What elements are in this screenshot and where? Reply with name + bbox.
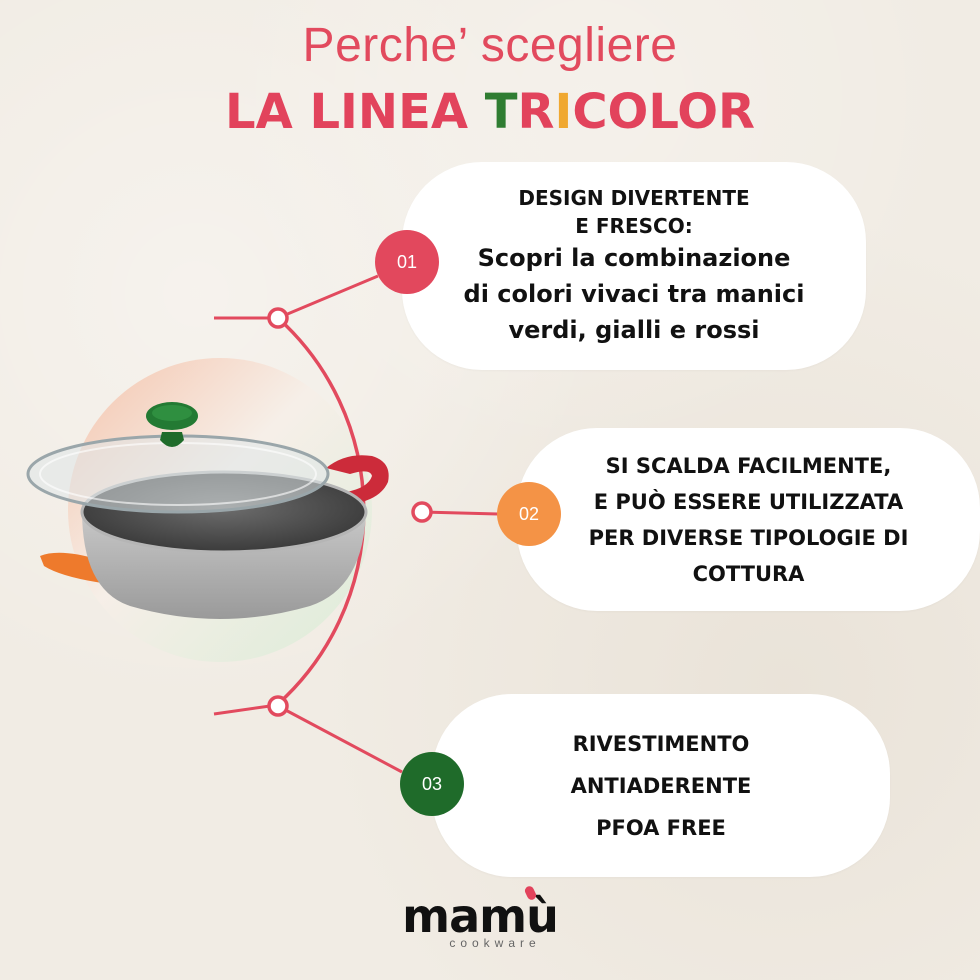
node-1 — [267, 307, 289, 329]
headline-letter-i: I — [554, 84, 573, 140]
feature-card-3: RIVESTIMENTO ANTIADERENTE PFOA FREE — [432, 694, 890, 877]
feature-2-heading: SI SCALDA FACILMENTE, E PUÒ ESSERE UTILI… — [588, 453, 909, 586]
brand-name: mamù — [402, 889, 559, 943]
headline-line-1: Perche’ scegliere — [302, 19, 678, 72]
feature-3-badge: 03 — [400, 752, 464, 816]
feature-2-badge: 02 — [497, 482, 561, 546]
node-2 — [411, 501, 433, 523]
connector-left-bottom — [213, 704, 271, 716]
feature-card-1: DESIGN DIVERTENTE E FRESCO: Scopri la co… — [402, 162, 866, 370]
headline-letter-t: T — [484, 84, 518, 140]
headline-suffix: COLOR — [572, 84, 755, 140]
connector-to-badge-2 — [421, 510, 499, 516]
pan-with-lid-icon — [26, 402, 389, 619]
node-3 — [267, 695, 289, 717]
headline-line-2: LA LINEA TRICOLOR — [0, 84, 980, 140]
feature-1-body: Scopri la combinazione di colori vivaci … — [463, 244, 805, 344]
brand-logo: mamù cookware — [380, 884, 580, 950]
connector-to-badge-1 — [277, 274, 379, 320]
headline-letter-r: R — [517, 84, 555, 140]
connector-to-badge-3 — [277, 704, 403, 774]
headline-prefix: LA LINEA — [225, 84, 485, 140]
feature-1-heading: DESIGN DIVERTENTE E FRESCO: — [518, 186, 750, 238]
feature-1-badge: 01 — [375, 230, 439, 294]
feature-card-2: SI SCALDA FACILMENTE, E PUÒ ESSERE UTILI… — [517, 428, 980, 611]
feature-3-heading: RIVESTIMENTO ANTIADERENTE PFOA FREE — [570, 731, 752, 840]
brand-tagline: cookware — [449, 936, 541, 950]
